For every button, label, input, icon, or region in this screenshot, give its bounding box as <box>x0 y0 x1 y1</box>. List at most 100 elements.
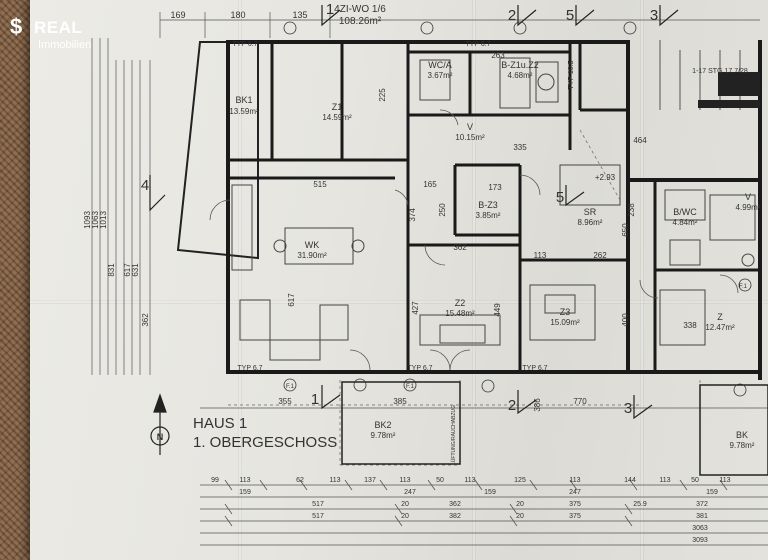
dim-text: 113 <box>399 477 410 484</box>
house-title: HAUS 1 <box>193 415 247 432</box>
dim-text: 617 <box>287 293 296 307</box>
north-label: N <box>157 432 164 442</box>
room-name: BK1 <box>235 95 252 105</box>
section-mark: 2 <box>508 7 516 24</box>
section-mark: 5 <box>556 189 564 206</box>
dim-text: 113 <box>464 477 475 484</box>
dim-text: 362 <box>449 501 461 508</box>
dim-text: 99 <box>211 477 219 484</box>
dim-text: 515 <box>313 180 327 189</box>
dim-text: 20 <box>516 513 524 520</box>
dim-text: 113 <box>659 477 670 484</box>
floor-title: 1. OBERGESCHOSS <box>193 434 337 451</box>
room-area: 4.84m² <box>673 218 698 227</box>
section-mark: 1 <box>311 391 319 408</box>
dim-text: 375 <box>569 501 581 508</box>
room-name: V <box>467 122 473 132</box>
room-area: 14.59m² <box>322 113 352 122</box>
room-area: 9.78m² <box>371 431 396 440</box>
dim-text: 159 <box>706 489 718 496</box>
dim-text: 144 <box>624 477 636 484</box>
dim-text: 3093 <box>692 537 708 544</box>
stair-label: +2.93 <box>595 173 616 182</box>
dim-text: 1063 <box>91 211 100 229</box>
room-area: 3.85m² <box>476 211 501 220</box>
room-name: Z <box>717 312 723 322</box>
dim-text: 50 <box>691 477 699 484</box>
dim-text: 617 <box>123 263 132 277</box>
dim-text: 263 <box>491 51 505 60</box>
dim-text: 400 <box>621 313 630 327</box>
dim-text: 631 <box>131 263 140 277</box>
dim-text: 449 <box>493 303 502 317</box>
room-name: V <box>745 192 751 202</box>
dim-text: 1093 <box>83 211 92 229</box>
dim-text: 382 <box>449 513 461 520</box>
section-mark: 4 <box>141 177 149 194</box>
dim-text: 831 <box>107 263 116 277</box>
type-tag: TYP 6.7 <box>465 41 490 48</box>
room-name: B/WC <box>673 207 697 217</box>
logo-mark: $ <box>10 14 23 39</box>
room-area: 10.15m² <box>455 133 485 142</box>
dim-text: 113 <box>239 477 250 484</box>
fine-print: LÜFTUNG/RAUCHABZUG <box>450 405 457 465</box>
dim-text: 1013 <box>99 211 108 229</box>
section-mark: 3 <box>650 7 658 24</box>
dim-text: 113 <box>534 251 547 260</box>
floor-label: F.1 <box>406 384 415 390</box>
logo-name: REAL <box>34 18 83 37</box>
dim-text: 180 <box>230 10 245 20</box>
room-name: WK <box>305 240 320 250</box>
dim-text: 173 <box>488 183 502 192</box>
floor-plan-sheet <box>30 0 768 560</box>
unit-area: 108.26m² <box>339 16 382 27</box>
dim-text: 355 <box>278 397 292 406</box>
paper-fold <box>640 0 644 560</box>
room-name: Z1 <box>332 102 343 112</box>
paper-fold <box>472 0 476 560</box>
room-area: 4.99m² <box>736 203 761 212</box>
dim-text: 247 <box>404 489 416 496</box>
room-area: 31.90m² <box>297 251 327 260</box>
section-mark: 2 <box>508 397 516 414</box>
room-name: Z2 <box>455 298 466 308</box>
room-area: 13.59m² <box>229 107 259 116</box>
dim-text: 165 <box>423 180 437 189</box>
dim-text: 362 <box>141 313 150 327</box>
dim-text: 20 <box>401 501 409 508</box>
dim-text: 238 <box>627 203 636 217</box>
room-name: SR <box>584 207 597 217</box>
real-immobilien-logo: $ REAL Immobilien <box>6 16 124 56</box>
dim-text: 262 <box>593 251 607 260</box>
dim-text: 427 <box>411 301 420 315</box>
paper-fold <box>238 0 242 560</box>
room-name: WC/A <box>428 60 452 70</box>
dim-text: 362 <box>453 243 467 252</box>
dim-text: 335 <box>513 143 527 152</box>
type-tag: TYP 6.7 <box>232 41 257 48</box>
dim-text: 135 <box>292 10 307 20</box>
dim-text: 385 <box>393 397 407 406</box>
room-area: 8.96m² <box>578 218 603 227</box>
dim-text: 20 <box>401 513 409 520</box>
paper-fold <box>30 300 768 304</box>
type-tag: TYP 6.7 <box>522 365 547 372</box>
floor-label: F.1 <box>286 384 295 390</box>
room-area: 9.78m² <box>730 441 755 450</box>
room-name: B-Z1u.Z2 <box>501 60 539 70</box>
room-name: B-Z3 <box>478 200 498 210</box>
dim-text: 517 <box>312 501 324 508</box>
type-tag: TYP 6.7 <box>237 365 262 372</box>
type-tag: TYP 10.5 <box>568 60 575 89</box>
room-area: 4.68m² <box>508 71 533 80</box>
dim-text: 338 <box>683 321 697 330</box>
room-area: 12.47m² <box>705 323 735 332</box>
dim-text: 650 <box>621 223 630 237</box>
dim-text: 464 <box>633 136 647 145</box>
floor-label: F.1 <box>739 284 748 290</box>
room-name: BK2 <box>374 420 391 430</box>
dim-text: 374 <box>408 208 417 222</box>
dim-text: 62 <box>296 477 304 484</box>
